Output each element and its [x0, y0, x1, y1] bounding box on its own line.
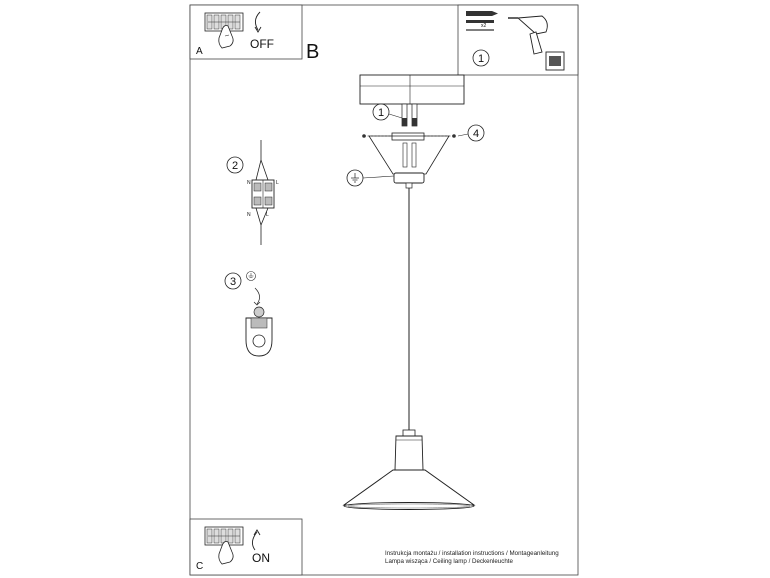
- hand-icon: [218, 541, 234, 565]
- panel-a: A OFF: [189, 4, 303, 60]
- terminal-live-top: L: [276, 180, 279, 186]
- step-1-marker: [372, 103, 390, 121]
- tools-step-marker: [472, 49, 490, 67]
- tools-box: x2 1: [457, 4, 579, 76]
- panel-b-letter: B: [306, 41, 319, 63]
- terminal-neutral-top: N: [247, 180, 251, 186]
- tools-quantity: x2: [481, 23, 487, 29]
- panel-a-action: OFF: [250, 37, 274, 51]
- step-4-marker: [467, 124, 485, 142]
- lamp-shade: [342, 469, 476, 506]
- lamp-socket: [394, 435, 424, 471]
- sheet-frame: [189, 4, 579, 576]
- drill-icon: [508, 15, 565, 71]
- earth-symbol-icon: [246, 271, 256, 281]
- step-3-earth-terminal: 3: [224, 271, 273, 357]
- ceiling-block: [359, 74, 465, 105]
- caption-line-2: Lampa wisząca / Ceiling lamp / Deckenleu…: [385, 558, 513, 565]
- step-3-number: 3: [230, 276, 236, 288]
- hand-icon: [218, 25, 234, 49]
- pendant-lamp: [342, 188, 476, 510]
- panel-c-action: ON: [252, 551, 270, 565]
- step-1-number: 1: [378, 107, 384, 119]
- step-3-marker: [224, 272, 242, 290]
- panel-c-letter: C: [196, 561, 203, 572]
- terminal-live-bottom: L: [266, 212, 269, 218]
- step-2-marker: [226, 156, 244, 174]
- step-4-number: 4: [473, 128, 479, 140]
- mounting-bracket: [362, 132, 456, 141]
- step-2-terminal-block: 2 N L N L: [226, 140, 279, 245]
- canopy: [368, 135, 450, 189]
- terminal-neutral-bottom: N: [247, 212, 251, 218]
- wall-dowels: [401, 103, 418, 127]
- tools-step-number: 1: [478, 53, 484, 65]
- panel-c: C ON: [189, 518, 303, 576]
- caption-line-1: Instrukcja montażu / installation instru…: [385, 550, 559, 557]
- arrow-icon: [252, 529, 261, 551]
- arrow-icon: [254, 11, 262, 33]
- step-2-number: 2: [232, 160, 238, 172]
- panel-a-letter: A: [196, 46, 203, 57]
- earth-icon: [346, 169, 395, 187]
- dowel-screw-icon: [466, 11, 498, 31]
- ceiling-mount: 1 4: [346, 74, 485, 189]
